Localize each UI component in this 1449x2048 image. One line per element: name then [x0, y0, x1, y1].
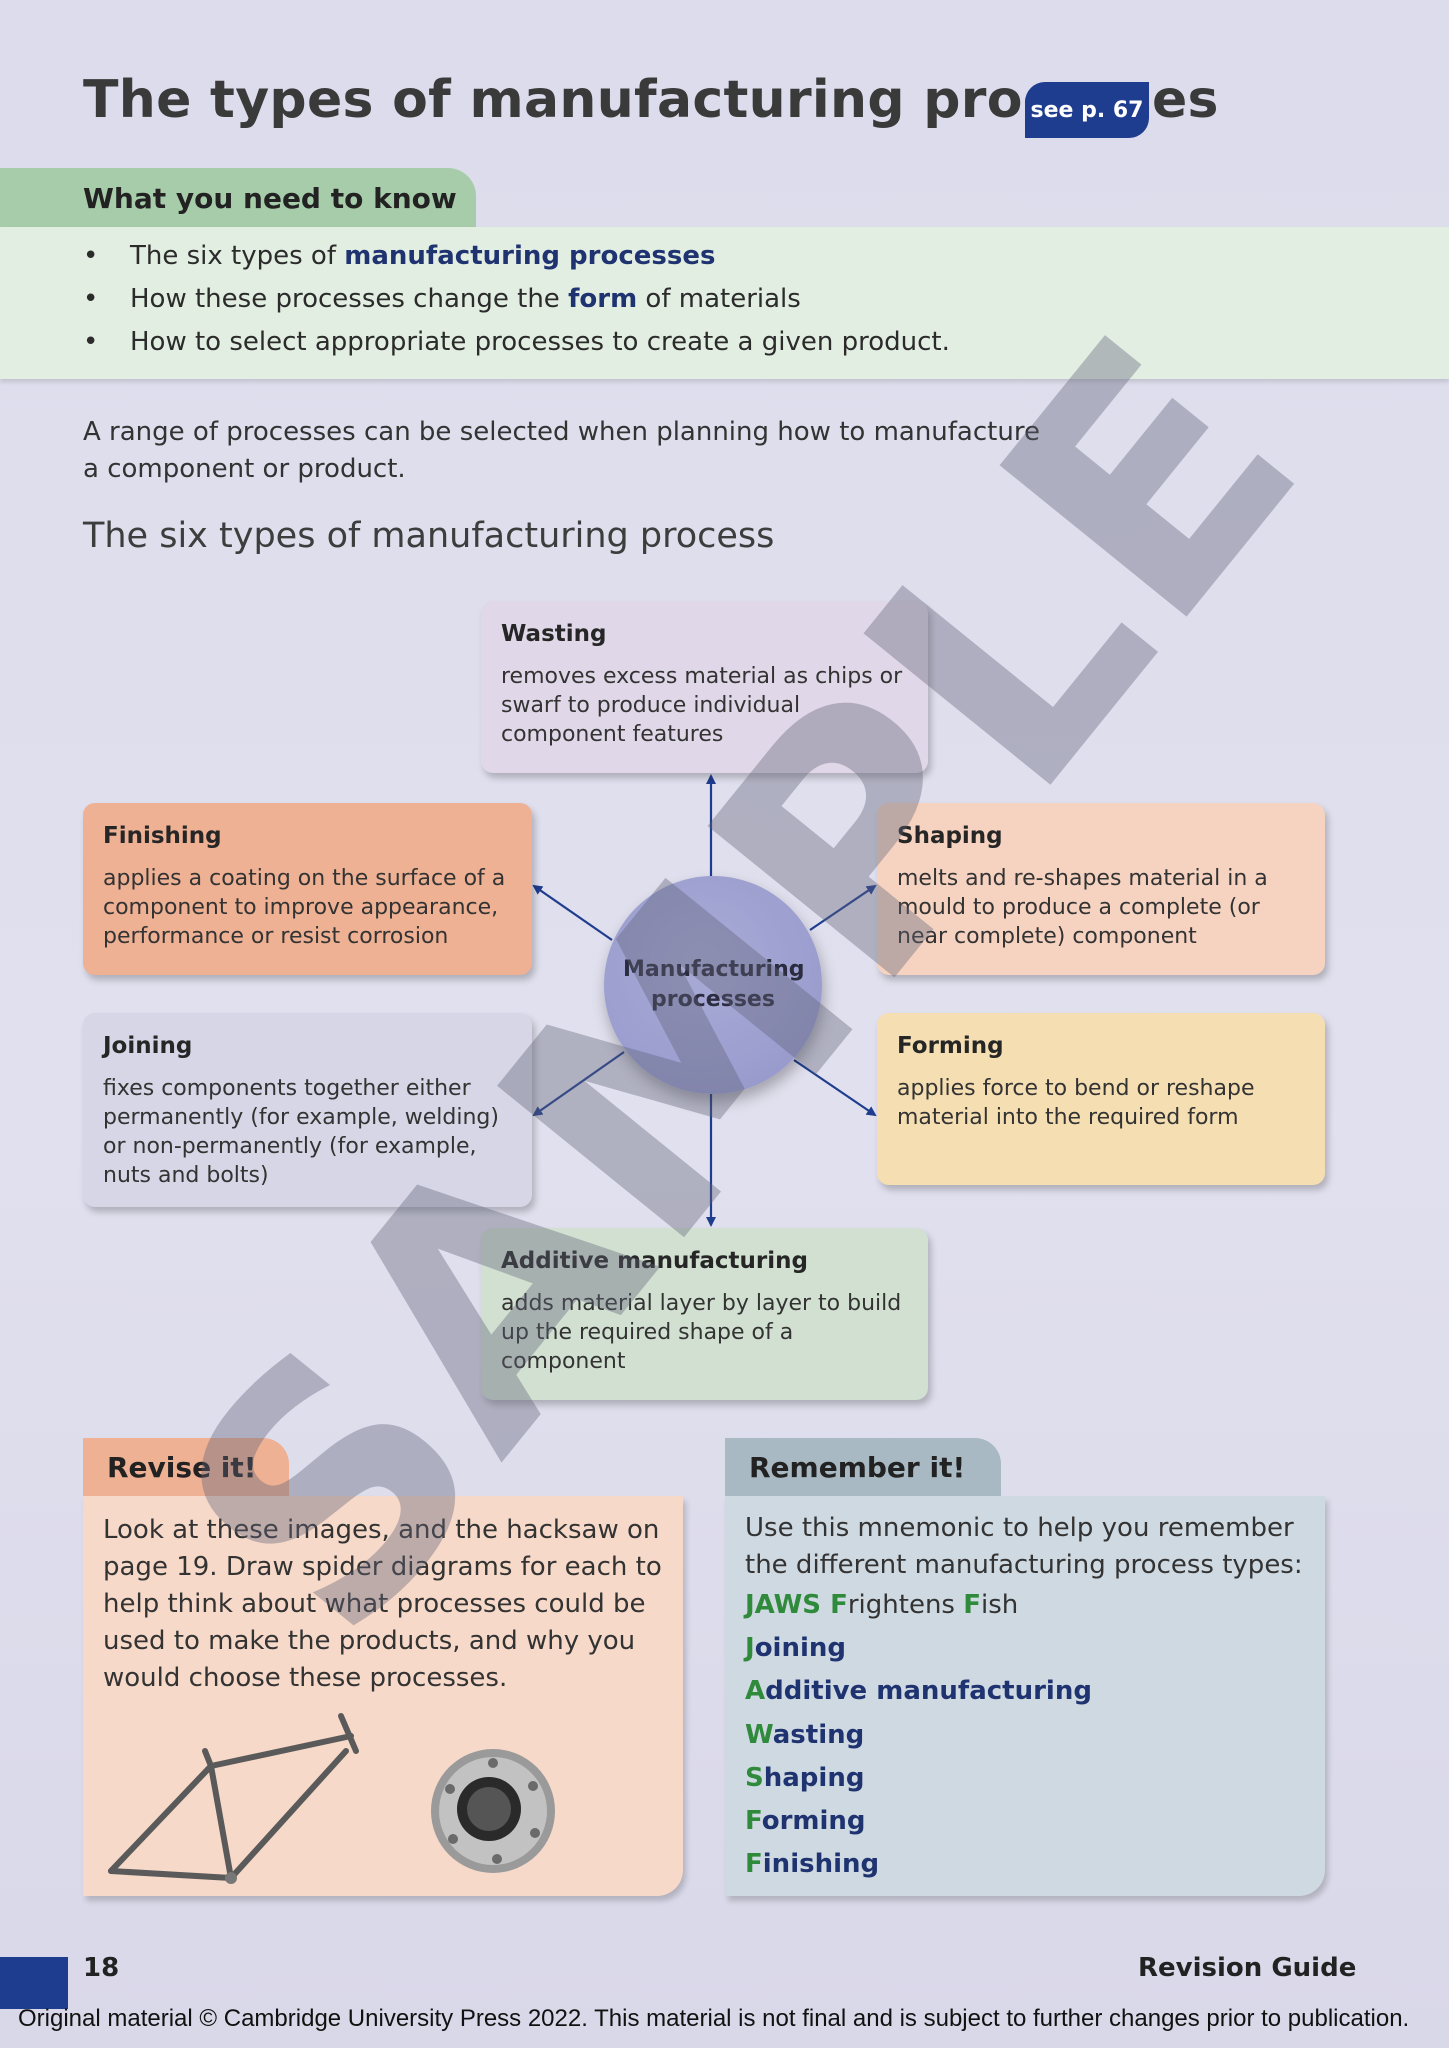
copyright-notice: Original material © Cambridge University…	[18, 2005, 1410, 2032]
node-finishing: Finishing applies a coating on the surfa…	[83, 803, 532, 975]
section-title: The six types of manufacturing process	[83, 516, 775, 556]
arrow-to-finishing	[532, 884, 613, 941]
revise-tab: Revise it!	[83, 1438, 289, 1498]
know-item: •How these processes change the form of …	[83, 284, 801, 314]
know-item: •The six types of manufacturing processe…	[83, 241, 716, 271]
node-body: applies a coating on the surface of a co…	[103, 866, 506, 949]
bullet-icon: •	[83, 327, 99, 357]
need-to-know-tab: What you need to know	[0, 168, 476, 228]
node-body: fixes components together either permane…	[103, 1076, 499, 1188]
mnemonic-phrase: JAWS Frightens Fish	[745, 1590, 1019, 1620]
node-title: Finishing	[103, 823, 222, 849]
mnemonic-item: Shaping	[745, 1763, 865, 1793]
know-item: •How to select appropriate processes to …	[83, 327, 950, 357]
node-additive: Additive manufacturing adds material lay…	[481, 1228, 928, 1400]
node-title: Wasting	[501, 621, 607, 647]
node-title: Joining	[103, 1033, 193, 1059]
intro-paragraph: A range of processes can be selected whe…	[83, 417, 1040, 484]
node-wasting: Wasting removes excess material as chips…	[481, 601, 928, 773]
key-term: form	[568, 284, 638, 314]
mnemonic-item: Joining	[745, 1633, 847, 1663]
mnemonic-item: Finishing	[745, 1849, 880, 1879]
key-term: manufacturing processes	[344, 241, 716, 271]
node-title: Shaping	[897, 823, 1003, 849]
remember-panel: Use this mnemonic to help you remember t…	[725, 1496, 1325, 1896]
bullet-icon: •	[83, 241, 99, 271]
footer-tab	[0, 1957, 68, 2009]
node-body: applies force to bend or reshape materia…	[897, 1076, 1255, 1130]
node-body: adds material layer by layer to build up…	[501, 1291, 902, 1374]
node-title: Forming	[897, 1033, 1004, 1059]
flange-part-image	[431, 1749, 555, 1873]
remember-heading: Remember it!	[749, 1451, 966, 1484]
see-page-badge[interactable]: see p. 67	[1025, 82, 1149, 138]
node-forming: Forming applies force to bend or reshape…	[877, 1013, 1325, 1185]
arrow-to-shaping	[809, 884, 877, 931]
need-to-know-panel: •The six types of manufacturing processe…	[0, 227, 1449, 379]
bicycle-frame-image	[108, 1713, 359, 1884]
revise-panel: Look at these images, and the hacksaw on…	[83, 1496, 683, 1896]
revise-heading: Revise it!	[107, 1451, 257, 1484]
guide-label: Revision Guide	[1138, 1953, 1357, 1983]
arrow-to-forming	[793, 1059, 877, 1117]
remember-tab: Remember it!	[725, 1438, 1001, 1498]
arrow-to-joining	[532, 1051, 625, 1117]
mnemonic-item: Wasting	[745, 1720, 865, 1750]
remember-body: Use this mnemonic to help you remember t…	[745, 1513, 1303, 1580]
page-number: 18	[83, 1953, 120, 1983]
node-joining: Joining fixes components together either…	[83, 1013, 532, 1207]
bullet-icon: •	[83, 284, 99, 314]
hub-circle: Manufacturing processes	[604, 876, 822, 1094]
revise-body: Look at these images, and the hacksaw on…	[103, 1515, 662, 1693]
hub-label: Manufacturing processes	[623, 957, 805, 1012]
mnemonic-item: Forming	[745, 1806, 866, 1836]
need-to-know-heading: What you need to know	[83, 182, 457, 215]
node-body: removes excess material as chips or swar…	[501, 664, 903, 747]
node-body: melts and re-shapes material in a mould …	[897, 866, 1268, 949]
mnemonic-item: Additive manufacturing	[745, 1676, 1092, 1706]
node-title: Additive manufacturing	[501, 1248, 808, 1274]
node-shaping: Shaping melts and re-shapes material in …	[877, 803, 1325, 975]
